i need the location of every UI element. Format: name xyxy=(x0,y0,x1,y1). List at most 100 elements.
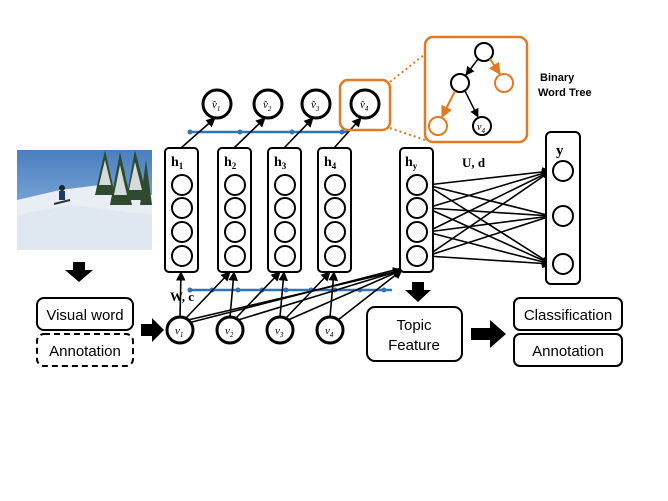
hidden-unit-h1-3 xyxy=(171,221,193,243)
hidden-unit-h2-2 xyxy=(224,197,246,219)
tree-v4-leaf-node xyxy=(472,116,492,136)
topic-feature-line2: Feature xyxy=(388,337,440,354)
weight-dot-bottom-9 xyxy=(381,287,387,293)
hidden-unit-h4-2 xyxy=(324,197,346,219)
snowboarder-photo-icon xyxy=(17,150,152,250)
hidden-unit-h4-3 xyxy=(324,221,346,243)
recon-unit-v3 xyxy=(300,88,332,120)
visible-to-hidden-3 xyxy=(278,271,289,318)
output-unit-3 xyxy=(552,253,574,275)
visible-to-topic-2 xyxy=(237,267,403,321)
weight-dot-bottom-3 xyxy=(235,287,241,293)
annotation-left-label: Annotation xyxy=(49,343,121,360)
orange-highlight-box xyxy=(338,78,392,132)
recon-unit-v2 xyxy=(252,88,284,120)
visible-label-v3: v3 xyxy=(275,325,284,339)
tree-right-node xyxy=(494,73,514,93)
hidden-label-h2: h2 xyxy=(224,155,237,171)
visible-unit-v2 xyxy=(215,315,245,345)
hidden-unit-h4-1 xyxy=(324,174,346,196)
hidden-unit-h1-2 xyxy=(171,197,193,219)
visible-to-hidden-1 xyxy=(176,271,186,318)
hidden-unit-h3-4 xyxy=(274,245,296,267)
hidden-unit-h1-4 xyxy=(171,245,193,267)
topic-hidden-unit-1 xyxy=(406,174,428,196)
annotation-right-box xyxy=(513,333,623,367)
arrow-to-classification xyxy=(471,320,506,348)
topic-to-output-4-3 xyxy=(426,255,552,269)
binary-word-tree: v4 xyxy=(428,42,514,136)
hidden-unit-h3-2 xyxy=(274,197,296,219)
output-unit-2 xyxy=(552,205,574,227)
hidden-to-recon-2 xyxy=(233,117,266,149)
weight-dot-bottom-5 xyxy=(283,287,289,293)
tree-leaf-v4-label: v4 xyxy=(477,122,485,135)
visible-label-v4: v4 xyxy=(325,325,334,339)
topic-hidden-unit-4 xyxy=(406,245,428,267)
topic-feature-line1: Topic xyxy=(396,317,432,334)
hidden-to-recon-3 xyxy=(283,117,314,149)
recon-unit-v1 xyxy=(201,88,233,120)
down-arrow-topic xyxy=(405,282,431,302)
orange-dotted-link-bottom xyxy=(389,127,426,141)
topic-hidden-label: hy xyxy=(405,155,418,171)
visible-to-topic-extra xyxy=(191,267,403,323)
topic-feature-box xyxy=(366,306,463,362)
snowboarder-figure xyxy=(53,185,71,205)
classification-box xyxy=(513,297,623,331)
hidden-label-h3: h3 xyxy=(274,155,287,171)
visible-to-topic-3 xyxy=(287,269,403,321)
down-arrow-photo xyxy=(65,262,93,282)
topic-hidden-unit-2 xyxy=(406,197,428,219)
tree-root-node xyxy=(474,42,494,62)
recon-label-v2: v̂2 xyxy=(263,99,272,113)
classification-label: Classification xyxy=(524,307,612,324)
visible-unit-v4 xyxy=(315,315,345,345)
topic-to-output-4-1 xyxy=(426,170,552,257)
binary-word-tree-title-line2: Word Tree xyxy=(538,87,592,99)
output-y-label: y xyxy=(556,143,564,159)
weight-dot-top-4 xyxy=(339,129,345,135)
topic-to-output-1-1 xyxy=(426,167,552,186)
weight-dot-top-2 xyxy=(237,129,243,135)
visible-label-v1: v1 xyxy=(175,325,183,339)
visible-diag-3 xyxy=(285,271,331,319)
topic-hidden-unit-3 xyxy=(406,221,428,243)
weights-ud-label: U, d xyxy=(462,155,486,170)
hidden-to-recon-4 xyxy=(333,117,362,149)
topic-to-output-2-1 xyxy=(426,168,552,209)
tree-left-leaf-node xyxy=(428,116,448,136)
visual-word-label: Visual word xyxy=(46,307,123,324)
topic-to-output-2-2 xyxy=(426,207,552,217)
topic-to-output-3-3 xyxy=(426,231,552,267)
topic-to-output-1-2 xyxy=(426,184,552,217)
hidden-unit-h4-4 xyxy=(324,245,346,267)
visual-word-box xyxy=(36,297,134,331)
recon-label-v1: v̂1 xyxy=(212,99,221,113)
topic-to-output-4-2 xyxy=(426,215,552,257)
orange-dotted-link-top xyxy=(389,53,426,83)
weights-wc-label: W, c xyxy=(170,289,194,304)
weight-dot-top-3 xyxy=(289,129,295,135)
topic-to-output-3-1 xyxy=(426,170,552,233)
visible-unit-v1 xyxy=(165,315,195,345)
arrow-to-v1 xyxy=(141,318,164,342)
recon-label-v3: v̂3 xyxy=(311,99,320,113)
recon-label-v4: v̂4 xyxy=(360,99,369,113)
weight-dot-bottom-1 xyxy=(187,287,193,293)
hidden-unit-h2-3 xyxy=(224,221,246,243)
visible-diag-2 xyxy=(235,271,281,319)
hidden-unit-h2-1 xyxy=(224,174,246,196)
visible-to-hidden-4 xyxy=(328,271,339,318)
hidden-label-h1: h1 xyxy=(171,155,184,171)
hidden-label-h4: h4 xyxy=(324,155,337,171)
visible-diag-1 xyxy=(185,271,231,319)
visible-unit-v3 xyxy=(265,315,295,345)
output-unit-1 xyxy=(552,160,574,182)
visible-label-v2: v2 xyxy=(225,325,234,339)
visible-to-topic-4 xyxy=(337,269,403,321)
hidden-unit-h3-1 xyxy=(274,174,296,196)
weight-dot-top-1 xyxy=(187,129,193,135)
binary-word-tree-title-line1: Binary xyxy=(540,72,575,84)
